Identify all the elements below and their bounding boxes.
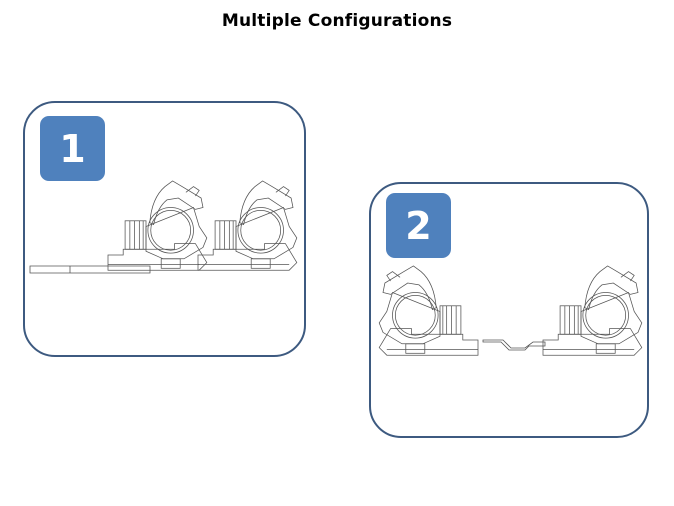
number-badge: 2: [386, 193, 451, 258]
page-title: Multiple Configurations: [221, 11, 453, 31]
clamp-icon: [542, 265, 643, 356]
number-badge: 1: [40, 116, 105, 181]
clamp-drawing-2: [378, 265, 643, 356]
configuration-panel-1: 1: [23, 101, 306, 357]
clamp-icon: [378, 265, 479, 356]
clamp-drawing-1: [29, 180, 298, 274]
clamp-icon: [107, 180, 208, 271]
configuration-panel-2: 2: [369, 182, 649, 438]
clamp-icon: [197, 180, 298, 271]
